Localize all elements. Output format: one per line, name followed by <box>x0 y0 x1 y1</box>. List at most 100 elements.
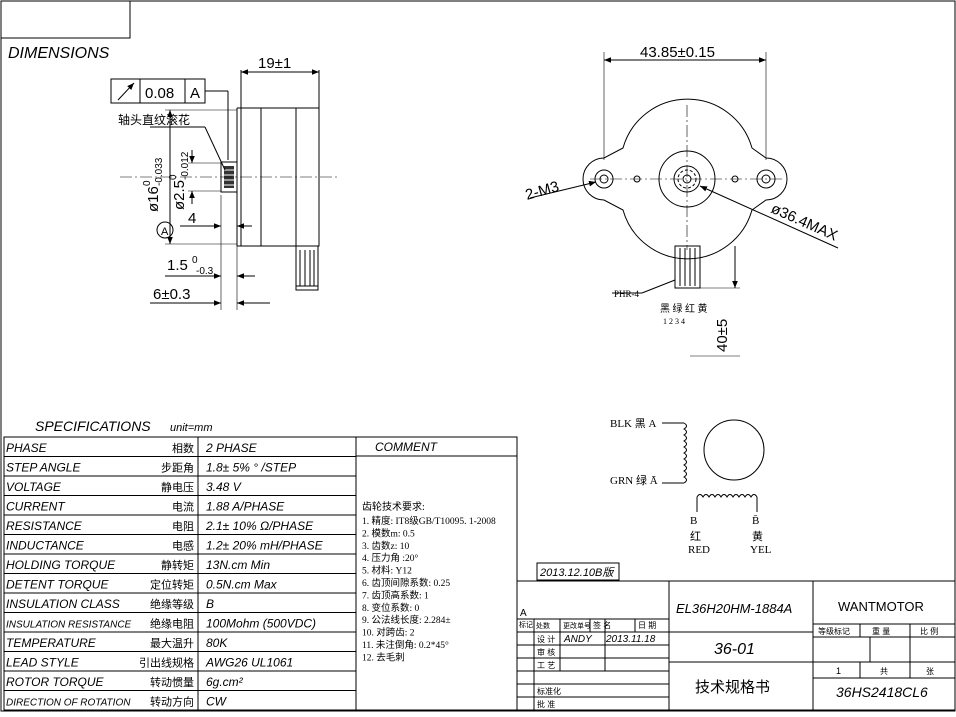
spec-value: 80K <box>206 636 228 650</box>
spec-value: 2 PHASE <box>205 441 258 455</box>
spec-value: AWG26 UL1061 <box>205 656 293 670</box>
spec-label-cn: 静转矩 <box>161 558 194 572</box>
spec-label: STEP ANGLE <box>6 461 81 475</box>
lead-length: 40±5 <box>714 319 731 352</box>
spec-label-cn: 转动方向 <box>150 695 194 709</box>
dia-16-tol-top: 0 <box>142 180 153 186</box>
company-name: WANTMOTOR <box>838 599 924 614</box>
wire-b-bar: B̄ <box>752 515 759 527</box>
count-label: 处数 <box>536 621 550 630</box>
dimensions-heading: DIMENSIONS <box>8 45 110 62</box>
spec-label: INDUCTANCE <box>6 539 85 553</box>
stage-mark-label: 等级标记 <box>818 626 850 636</box>
gear-note: 8. 变位系数: 0 <box>362 602 420 614</box>
spec-label-cn: 相数 <box>172 442 194 455</box>
side-view-labels: 0.08 A 轴头直纹滚花 19±1 ø16 0 -0.033 ø2.5 0 -… <box>118 55 291 303</box>
dim-15: 1.5 <box>167 257 188 274</box>
connector-side <box>295 245 319 291</box>
spec-label-cn: 静电压 <box>161 480 194 494</box>
spec-label: INSULATION CLASS <box>6 597 120 611</box>
spec-value: 2.1± 10% Ω/PHASE <box>205 519 314 533</box>
spec-label: CURRENT <box>6 500 66 514</box>
spec-label: INSULATION RESISTANCE <box>6 620 132 631</box>
rev-a: A <box>520 608 527 619</box>
gear-note: 4. 压力角 :20° <box>362 552 419 564</box>
title-block-text: 2013.12.10B版 A 标记 处数 更改单号 签 名 日 期 设 计 AN… <box>519 566 938 709</box>
spec-value: 6g.cm² <box>206 675 244 689</box>
wire-colors: 黑 绿 红 黄 <box>660 302 708 315</box>
front-view-labels: 43.85±0.15 2-M3 ø36.4MAX PHR-4 黑 绿 红 黄 1… <box>523 44 840 352</box>
rotor-circle <box>703 419 765 481</box>
spec-label-cn: 电感 <box>172 540 194 553</box>
wire-b: B <box>690 515 697 527</box>
gear-note: 5. 材料: Y12 <box>362 565 412 577</box>
spec-unit: unit=mm <box>170 422 213 434</box>
wire-blk: BLK 黑 A <box>610 417 656 430</box>
spec-value: 1.2± 20% mH/PHASE <box>206 539 324 553</box>
weight-label: 重 量 <box>872 626 890 636</box>
dia-364: ø36.4MAX <box>768 200 840 244</box>
knurl-note: 轴头直纹滚花 <box>118 112 190 127</box>
spec-value: 1.8± 5% ° /STEP <box>206 461 296 475</box>
spec-label-cn: 转动惯量 <box>150 675 194 689</box>
gear-note: 1. 精度: IT8级GB/T10095. 1-2008 <box>362 515 496 527</box>
gear-note: 10. 对跨齿: 2 <box>362 627 415 639</box>
spec-label-cn: 最大温升 <box>150 636 194 650</box>
total-label: 共 <box>880 667 888 676</box>
dia-25-tol-top: 0 <box>168 174 179 180</box>
design-label: 设 计 <box>537 634 555 644</box>
holes-2-m3: 2-M3 <box>523 178 561 204</box>
front-view <box>529 52 839 357</box>
dia-16-tol-bot: -0.033 <box>154 157 165 186</box>
sheet-number: 1 <box>836 666 841 676</box>
review-label: 审 核 <box>537 647 555 657</box>
designer-name: ANDY <box>563 634 593 645</box>
wire-numbers: 1 2 3 4 <box>663 317 685 326</box>
drawing-number: 36-01 <box>714 641 755 658</box>
spec-label-cn: 电流 <box>172 500 194 514</box>
length-19: 19±1 <box>258 55 291 72</box>
gear-title: 齿轮技术要求: <box>362 500 425 513</box>
sign-label: 签 名 <box>593 620 611 630</box>
wire-yel-cn: 黄 <box>752 529 763 543</box>
wire-red-cn: 红 <box>690 530 701 543</box>
spec-title: SPECIFICATIONS <box>35 418 151 434</box>
runout-datum: A <box>190 85 200 102</box>
spec-label: TEMPERATURE <box>6 636 97 650</box>
standard-label: 标准化 <box>537 686 561 696</box>
spec-label-cn: 电阻 <box>172 520 194 533</box>
comment-header: COMMENT <box>375 440 439 454</box>
scale-label: 比 例 <box>920 626 938 636</box>
coil-b <box>696 494 758 498</box>
spec-value: B <box>206 597 214 611</box>
coil-a <box>683 422 687 484</box>
dim-4: 4 <box>188 210 196 227</box>
spec-value: 3.48 V <box>206 480 242 494</box>
spec-label: DIRECTION OF ROTATION <box>6 698 131 709</box>
connector-label: PHR-4 <box>614 289 640 299</box>
date-label: 日 期 <box>638 621 656 630</box>
spec-label: PHASE <box>6 441 48 455</box>
motor-outline <box>582 98 788 260</box>
wire-yel: YEL <box>750 544 772 556</box>
wire-red: RED <box>688 544 710 556</box>
spec-value: 100Mohm (500VDC) <box>206 617 316 631</box>
spec-label: VOLTAGE <box>6 480 62 494</box>
connector-front <box>674 245 701 289</box>
version-stamp: 2013.12.10B版 <box>539 566 615 579</box>
gear-note: 12. 去毛刺 <box>362 651 405 663</box>
gear-note: 2. 模数m: 0.5 <box>362 527 415 539</box>
wiring-diagram <box>662 419 765 512</box>
spec-label-cn: 绝缘等级 <box>150 597 194 611</box>
spec-label: HOLDING TORQUE <box>6 558 116 572</box>
wire-grn: GRN 绿 Ā <box>610 473 658 487</box>
model-number: EL36H20HM-1884A <box>676 601 792 616</box>
part-number: 36HS2418CL6 <box>836 684 928 700</box>
doc-title: 技术规格书 <box>695 679 770 696</box>
craft-label: 工 艺 <box>537 661 555 670</box>
spec-table-grid <box>3 436 518 711</box>
gear-note: 6. 齿顶间隙系数: 0.25 <box>362 577 450 589</box>
approve-label: 批 准 <box>537 699 555 709</box>
